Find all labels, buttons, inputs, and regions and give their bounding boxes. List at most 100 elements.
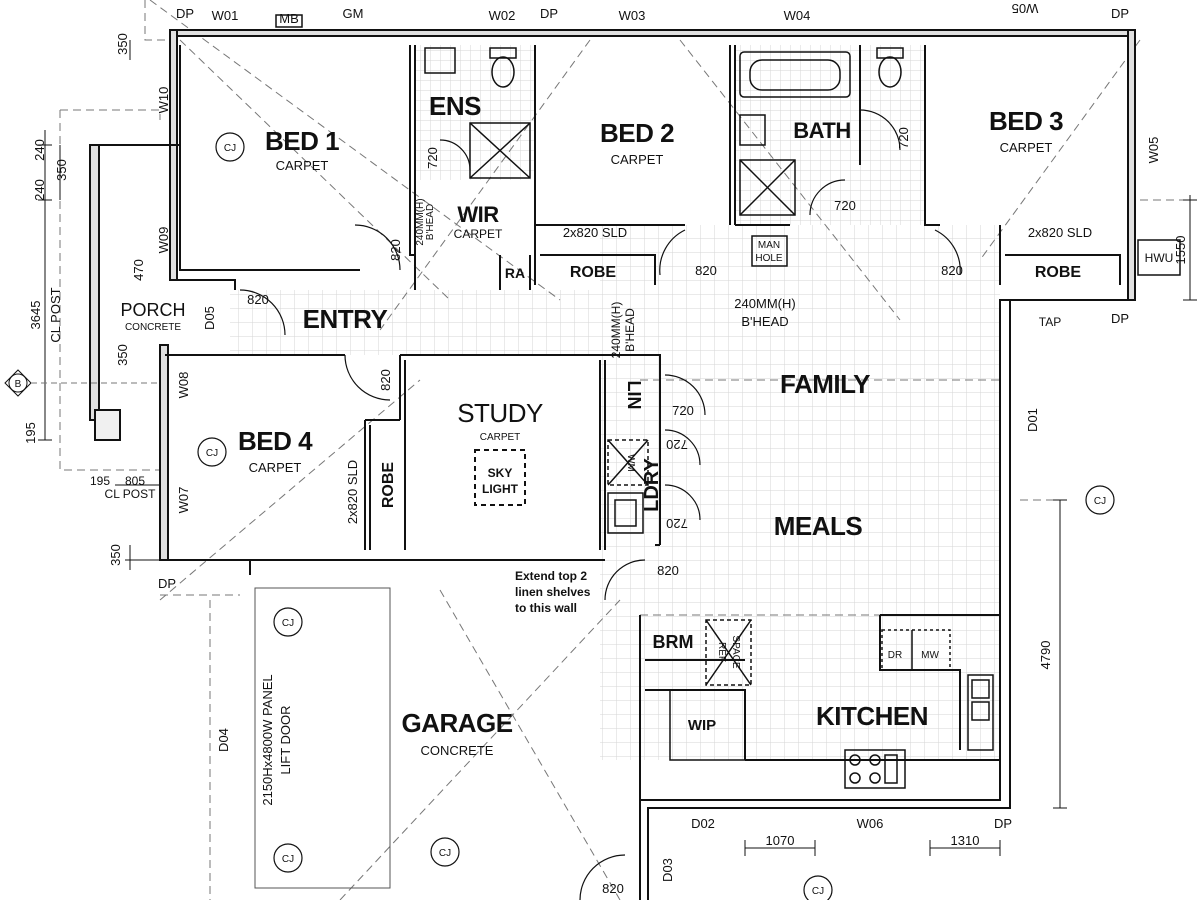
svg-text:240: 240 <box>32 139 47 161</box>
svg-text:HWU: HWU <box>1145 251 1174 265</box>
robe3-name: ROBE <box>1035 264 1082 281</box>
svg-text:CL POST: CL POST <box>105 487 157 501</box>
svg-text:MB: MB <box>279 11 299 26</box>
svg-text:720: 720 <box>896 127 911 149</box>
exterior-walls <box>89 29 1136 900</box>
svg-text:DP: DP <box>1111 311 1129 326</box>
study-name: STUDY <box>457 398 543 428</box>
svg-text:D04: D04 <box>216 728 231 752</box>
bed1-floor: CARPET <box>276 158 329 173</box>
svg-text:350: 350 <box>108 544 123 566</box>
svg-text:2x820 SLD: 2x820 SLD <box>1028 225 1092 240</box>
svg-text:MAN: MAN <box>758 240 780 251</box>
svg-text:W07: W07 <box>176 487 191 514</box>
wir-floor: CARPET <box>454 227 503 241</box>
meals-name: MEALS <box>774 511 863 541</box>
porch-floor: CONCRETE <box>125 322 181 333</box>
bed4-name: BED 4 <box>238 426 313 456</box>
door-swings <box>239 109 961 900</box>
svg-text:D02: D02 <box>691 816 715 831</box>
svg-text:1310: 1310 <box>951 833 980 848</box>
svg-text:820: 820 <box>247 292 269 307</box>
top-labels: DP MB GM DP DP DP DP DP <box>158 6 1129 831</box>
bulkhead-labels: 240MM(H) B'HEAD 240MM(H) B'HEAD 240MM(H)… <box>415 198 796 358</box>
brm-name: BRM <box>653 632 694 652</box>
svg-text:MW: MW <box>921 650 939 661</box>
roof-dashed-lines <box>59 0 1195 900</box>
svg-text:DR: DR <box>888 650 902 661</box>
svg-text:WM: WM <box>625 454 636 472</box>
entry-name: ENTRY <box>303 304 388 334</box>
dimension-labels: 350 240 240 350 470 3645 CL POST 350 195… <box>23 33 1188 848</box>
svg-text:W06: W06 <box>857 816 884 831</box>
svg-text:195: 195 <box>90 474 110 488</box>
svg-text:720: 720 <box>425 147 440 169</box>
svg-text:B: B <box>15 379 22 390</box>
svg-text:TAP: TAP <box>1039 315 1061 329</box>
bed2-floor: CARPET <box>611 152 664 167</box>
study-floor: CARPET <box>480 432 521 443</box>
robe4-name: ROBE <box>380 462 397 509</box>
svg-text:2x820 SLD: 2x820 SLD <box>563 225 627 240</box>
tiled-floors <box>230 45 1000 760</box>
wir-name: WIR <box>457 202 499 227</box>
svg-text:2150Hx4800W PANEL: 2150Hx4800W PANEL <box>260 674 275 805</box>
svg-text:350: 350 <box>115 344 130 366</box>
svg-text:W09: W09 <box>156 227 171 254</box>
svg-text:W08: W08 <box>176 372 191 399</box>
svg-text:CJ: CJ <box>812 886 824 897</box>
cj-labels: CJ CJ CJ CJ CJ CJ CJ <box>206 143 1106 897</box>
svg-text:CJ: CJ <box>439 848 451 859</box>
svg-text:240: 240 <box>32 179 47 201</box>
svg-text:195: 195 <box>23 422 38 444</box>
ldry-name: LDRY <box>641 457 663 511</box>
robe2-name: ROBE <box>570 264 617 281</box>
svg-text:LIFT DOOR: LIFT DOOR <box>278 705 293 774</box>
bed3-floor: CARPET <box>1000 140 1053 155</box>
ens-name: ENS <box>429 91 481 121</box>
svg-text:240MM(H): 240MM(H) <box>734 296 795 311</box>
svg-text:DP: DP <box>176 6 194 21</box>
svg-text:W02: W02 <box>489 8 516 23</box>
kitchen-name: KITCHEN <box>816 701 928 731</box>
svg-text:720: 720 <box>666 437 688 452</box>
svg-text:240MM(H): 240MM(H) <box>609 302 623 359</box>
svg-text:820: 820 <box>388 239 403 261</box>
bed1-name: BED 1 <box>265 126 339 156</box>
svg-text:240MM(H): 240MM(H) <box>415 198 426 245</box>
svg-text:1550: 1550 <box>1173 236 1188 265</box>
svg-text:HOLE: HOLE <box>755 253 783 264</box>
svg-text:CL POST: CL POST <box>48 287 63 342</box>
svg-text:to this wall: to this wall <box>515 601 577 615</box>
note: Extend top 2 linen shelves to this wall <box>515 569 591 615</box>
svg-text:D05: D05 <box>202 306 217 330</box>
svg-text:B'HEAD: B'HEAD <box>741 314 788 329</box>
room-labels: BED 1 CARPET BED 2 CARPET BED 3 CARPET B… <box>120 91 1081 758</box>
svg-text:3645: 3645 <box>28 301 43 330</box>
svg-text:820: 820 <box>941 263 963 278</box>
fixture-labels: MAN HOLE SKY LIGHT HWU TAP DR MW REF SPA… <box>482 240 1173 669</box>
slider-labels: 2x820 SLD 2x820 SLD 2x820 SLD <box>345 225 1092 524</box>
ra-name: RA <box>505 265 525 281</box>
svg-text:REF: REF <box>716 642 727 662</box>
svg-text:W10: W10 <box>156 87 171 114</box>
dimension-lines <box>38 40 1197 856</box>
svg-text:DP: DP <box>540 6 558 21</box>
svg-text:SKY: SKY <box>488 466 513 480</box>
garage-name: GARAGE <box>401 708 512 738</box>
svg-text:W05: W05 <box>1146 137 1161 164</box>
svg-text:4790: 4790 <box>1038 641 1053 670</box>
svg-text:W05: W05 <box>1012 1 1039 16</box>
door-labels: D01 D02 D03 D04 D05 <box>202 306 1040 882</box>
bed4-floor: CARPET <box>249 460 302 475</box>
porch-name: PORCH <box>120 300 185 320</box>
section-marker: B <box>4 369 160 397</box>
lin-name: LIN <box>624 381 644 410</box>
svg-text:720: 720 <box>672 403 694 418</box>
svg-text:Extend top 2: Extend top 2 <box>515 569 587 583</box>
bed3-name: BED 3 <box>989 106 1063 136</box>
svg-text:CJ: CJ <box>1094 496 1106 507</box>
svg-text:SPACE: SPACE <box>730 635 741 668</box>
door-widths: 820 820 820 820 820 820 820 720 720 720 … <box>247 127 963 896</box>
